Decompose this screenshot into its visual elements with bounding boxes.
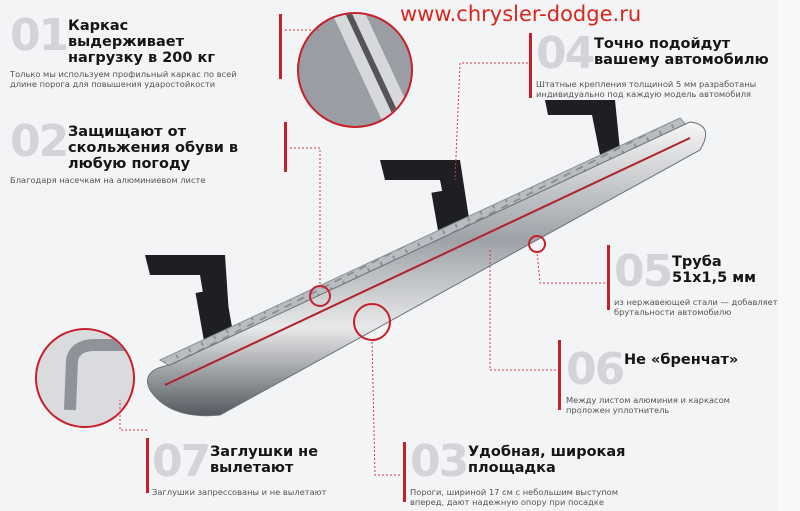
feature-number: 05 <box>614 246 673 297</box>
feature-06: 06 Не «бренчат» Между листом алюминия и … <box>566 344 776 416</box>
right-edge-band <box>778 0 800 511</box>
feature-description: Между листом алюминия и каркасом проложе… <box>566 395 730 415</box>
feature-description: Благодаря насечкам на алюминиевом листе <box>10 175 206 185</box>
feature-description: Штатные крепления толщиной 5 мм разработ… <box>536 79 757 99</box>
feature-number: 07 <box>152 436 211 487</box>
accent-bar-01 <box>279 14 282 79</box>
feature-title: Удобная, широкая площадка <box>468 444 626 476</box>
feature-number: 04 <box>536 28 595 79</box>
feature-title: Не «бренчат» <box>624 352 739 368</box>
feature-title: Заглушки не вылетают <box>210 444 319 476</box>
feature-description: Пороги, шириной 17 см с небольшим выступ… <box>410 487 619 507</box>
feature-description: Заглушки запрессованы и не вылетают <box>152 487 327 497</box>
accent-bar-07 <box>146 438 149 493</box>
feature-number: 02 <box>10 116 69 167</box>
feature-number: 06 <box>566 344 625 395</box>
feature-title: Защищают от скольжения обуви в любую пог… <box>68 124 239 172</box>
feature-04: 04 Точно подойдут вашему автомобилю Штат… <box>536 28 776 100</box>
feature-01: 01 Каркас выдерживает нагрузку в 200 кг … <box>10 10 270 90</box>
feature-number: 01 <box>10 10 69 61</box>
feature-description: Только мы используем профильный каркас п… <box>10 69 237 89</box>
accent-bar-02 <box>284 122 287 172</box>
feature-03: 03 Удобная, широкая площадка Пороги, шир… <box>410 436 650 508</box>
feature-07: 07 Заглушки не вылетают Заглушки запресс… <box>152 436 392 498</box>
accent-bar-04 <box>529 33 532 98</box>
feature-05: 05 Труба 51х1,5 мм из нержавеющей стали … <box>614 246 778 318</box>
feature-title: Каркас выдерживает нагрузку в 200 кг <box>68 18 215 66</box>
watermark: www.chrysler-dodge.ru <box>400 2 642 26</box>
feature-02: 02 Защищают от скольжения обуви в любую … <box>10 116 280 186</box>
feature-description: из нержавеющей стали — добавляет бруталь… <box>614 297 778 317</box>
accent-bar-06 <box>558 340 561 410</box>
accent-bar-03 <box>403 442 406 502</box>
feature-title: Труба 51х1,5 мм <box>672 254 756 286</box>
feature-title: Точно подойдут вашему автомобилю <box>594 36 769 68</box>
feature-number: 03 <box>410 436 469 487</box>
leader-lines <box>119 29 605 476</box>
accent-bar-05 <box>607 245 610 310</box>
